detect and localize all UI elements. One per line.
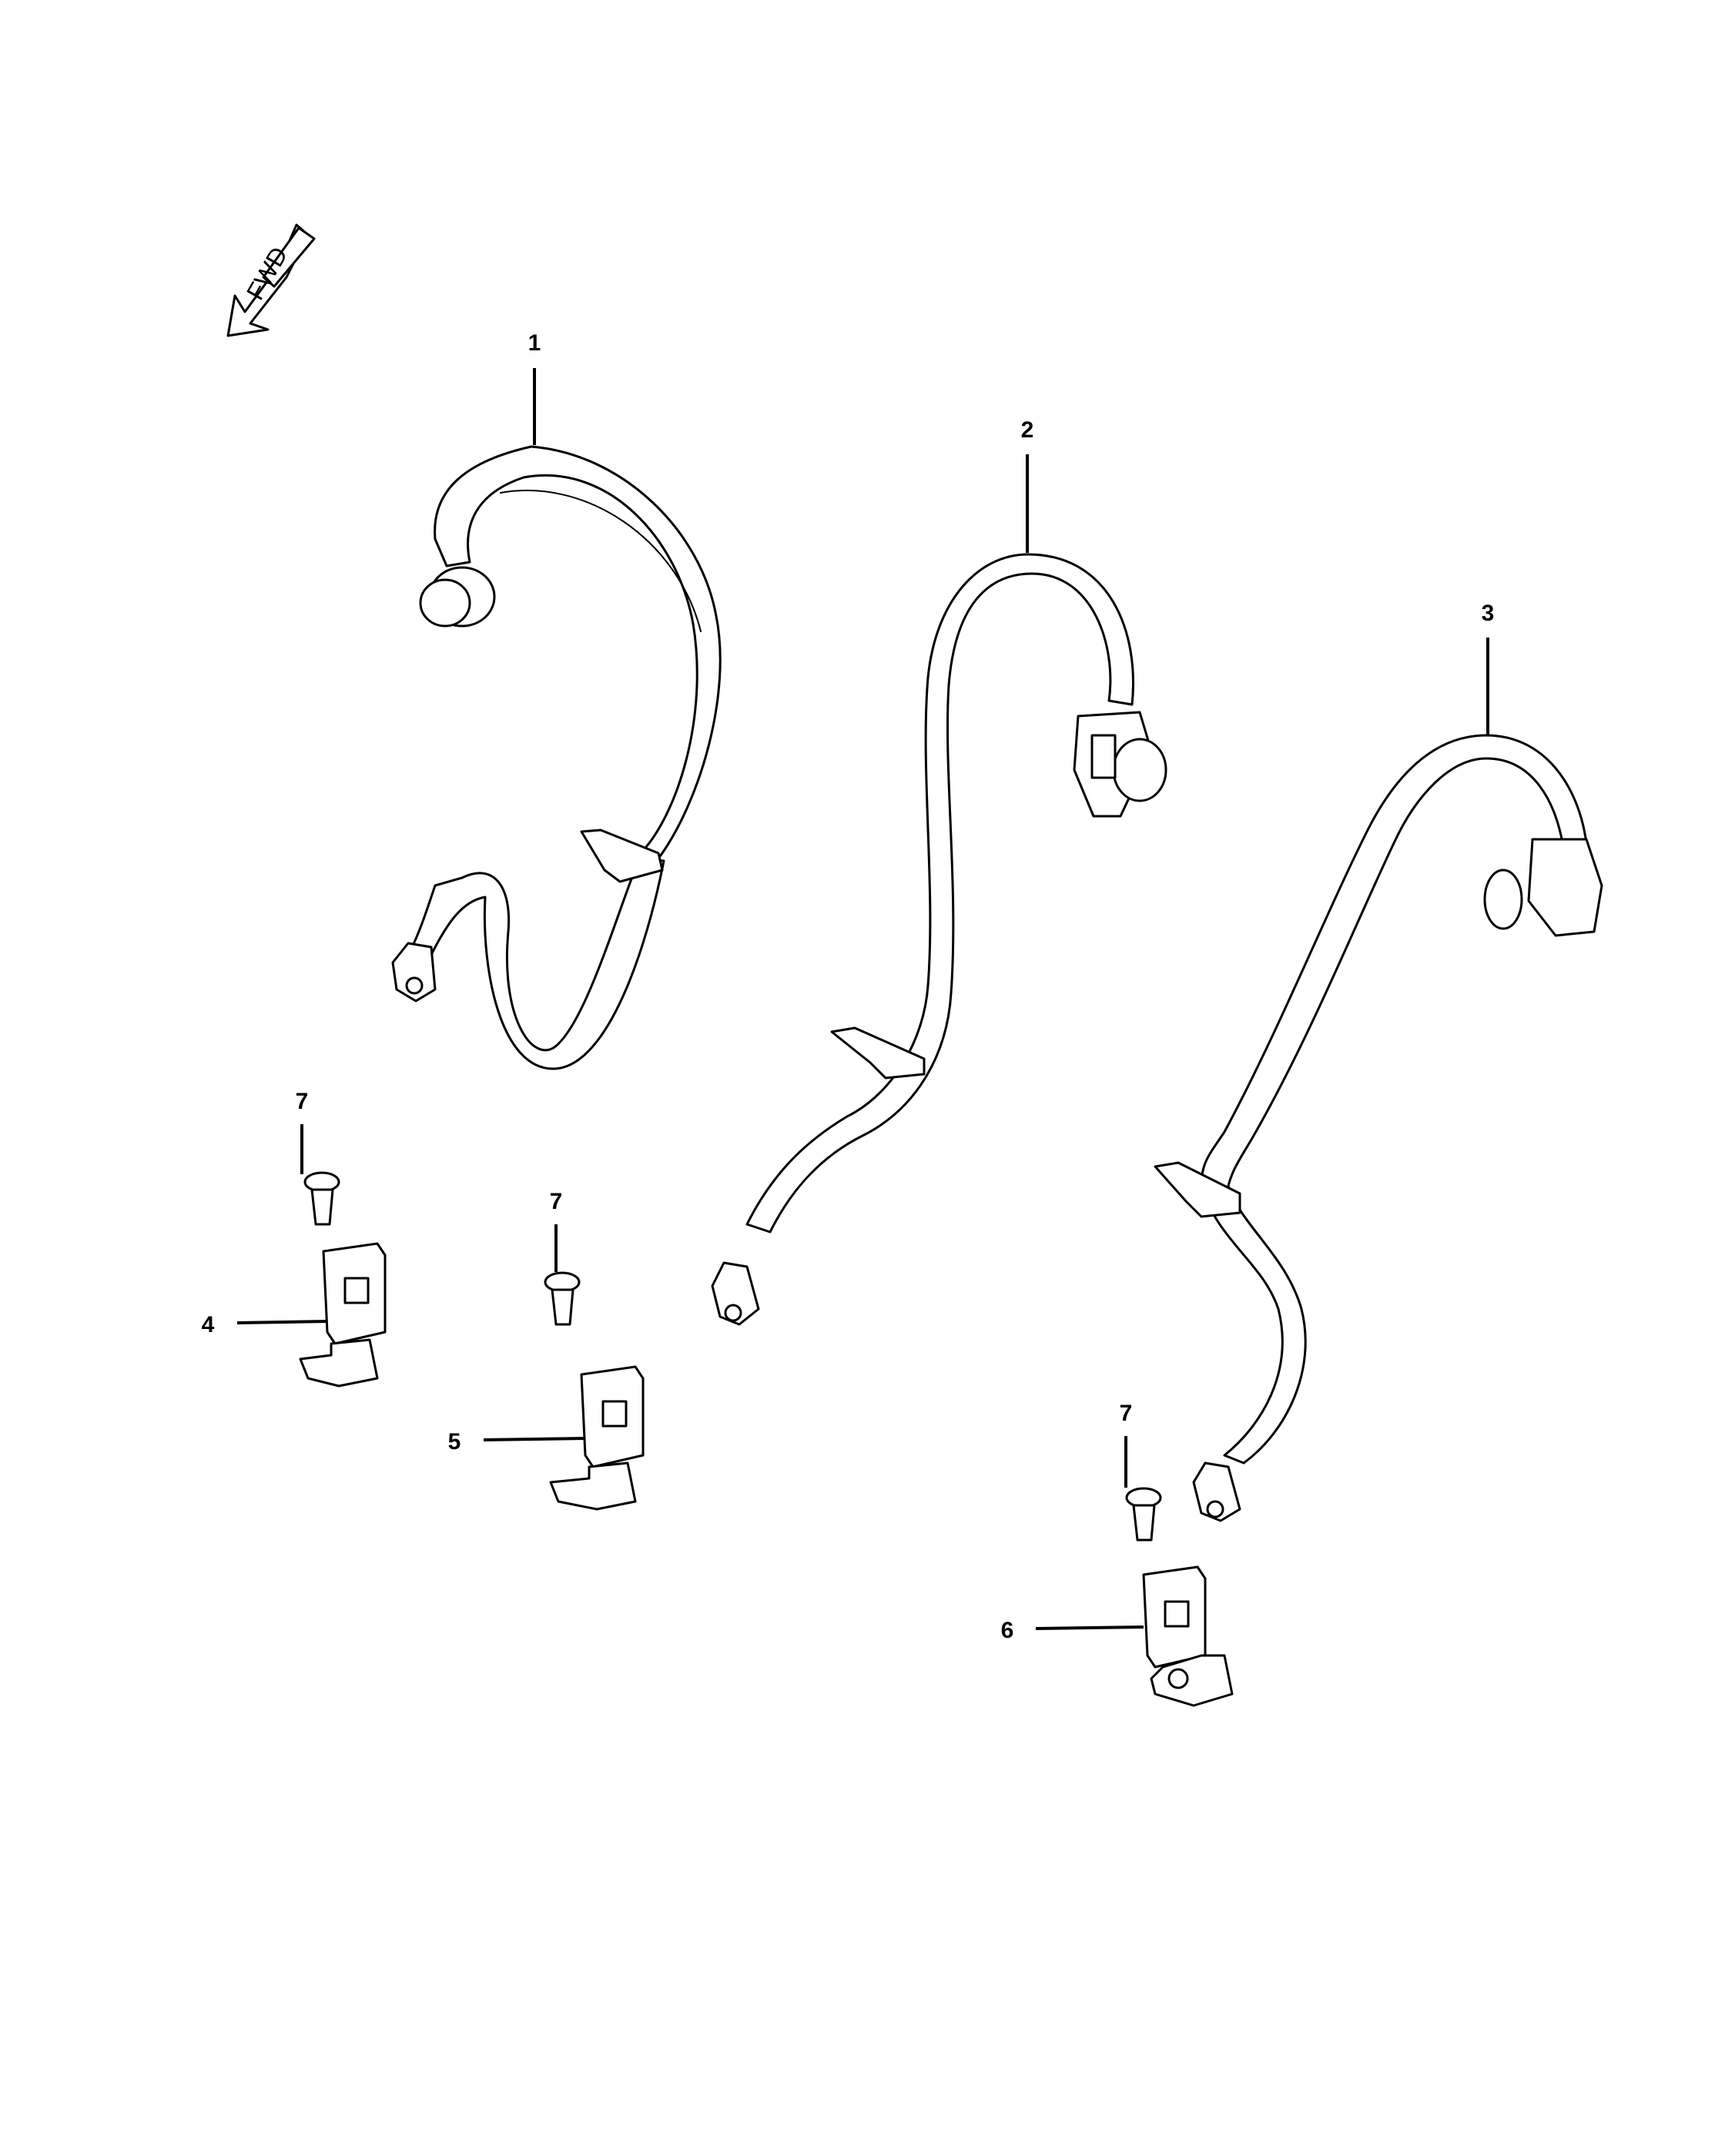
seat-belt-assembly-1 — [391, 445, 722, 1070]
seat-belt-assembly-2 — [711, 553, 1167, 1326]
callout-3: 3 — [1482, 601, 1495, 626]
bolt-7a — [303, 1171, 340, 1226]
callout-7c: 7 — [1120, 1401, 1133, 1426]
seat-belt-assembly-3 — [1154, 734, 1603, 1522]
callout-4: 4 — [202, 1312, 215, 1337]
callout-7b: 7 — [550, 1189, 563, 1214]
buckle-5 — [549, 1365, 645, 1511]
callout-5: 5 — [448, 1429, 461, 1455]
callout-7a: 7 — [296, 1089, 309, 1114]
bolt-7c — [1125, 1487, 1162, 1542]
leader-line-4 — [236, 1320, 328, 1324]
buckle-4 — [299, 1242, 387, 1388]
callout-1: 1 — [528, 330, 541, 356]
buckle-6 — [1142, 1565, 1234, 1707]
callout-2: 2 — [1021, 417, 1034, 443]
leader-line-5 — [483, 1437, 586, 1441]
forward-arrow: FWD — [226, 223, 316, 337]
leader-line-6 — [1035, 1625, 1144, 1630]
bolt-7b — [544, 1271, 581, 1326]
callout-6: 6 — [1001, 1618, 1014, 1643]
